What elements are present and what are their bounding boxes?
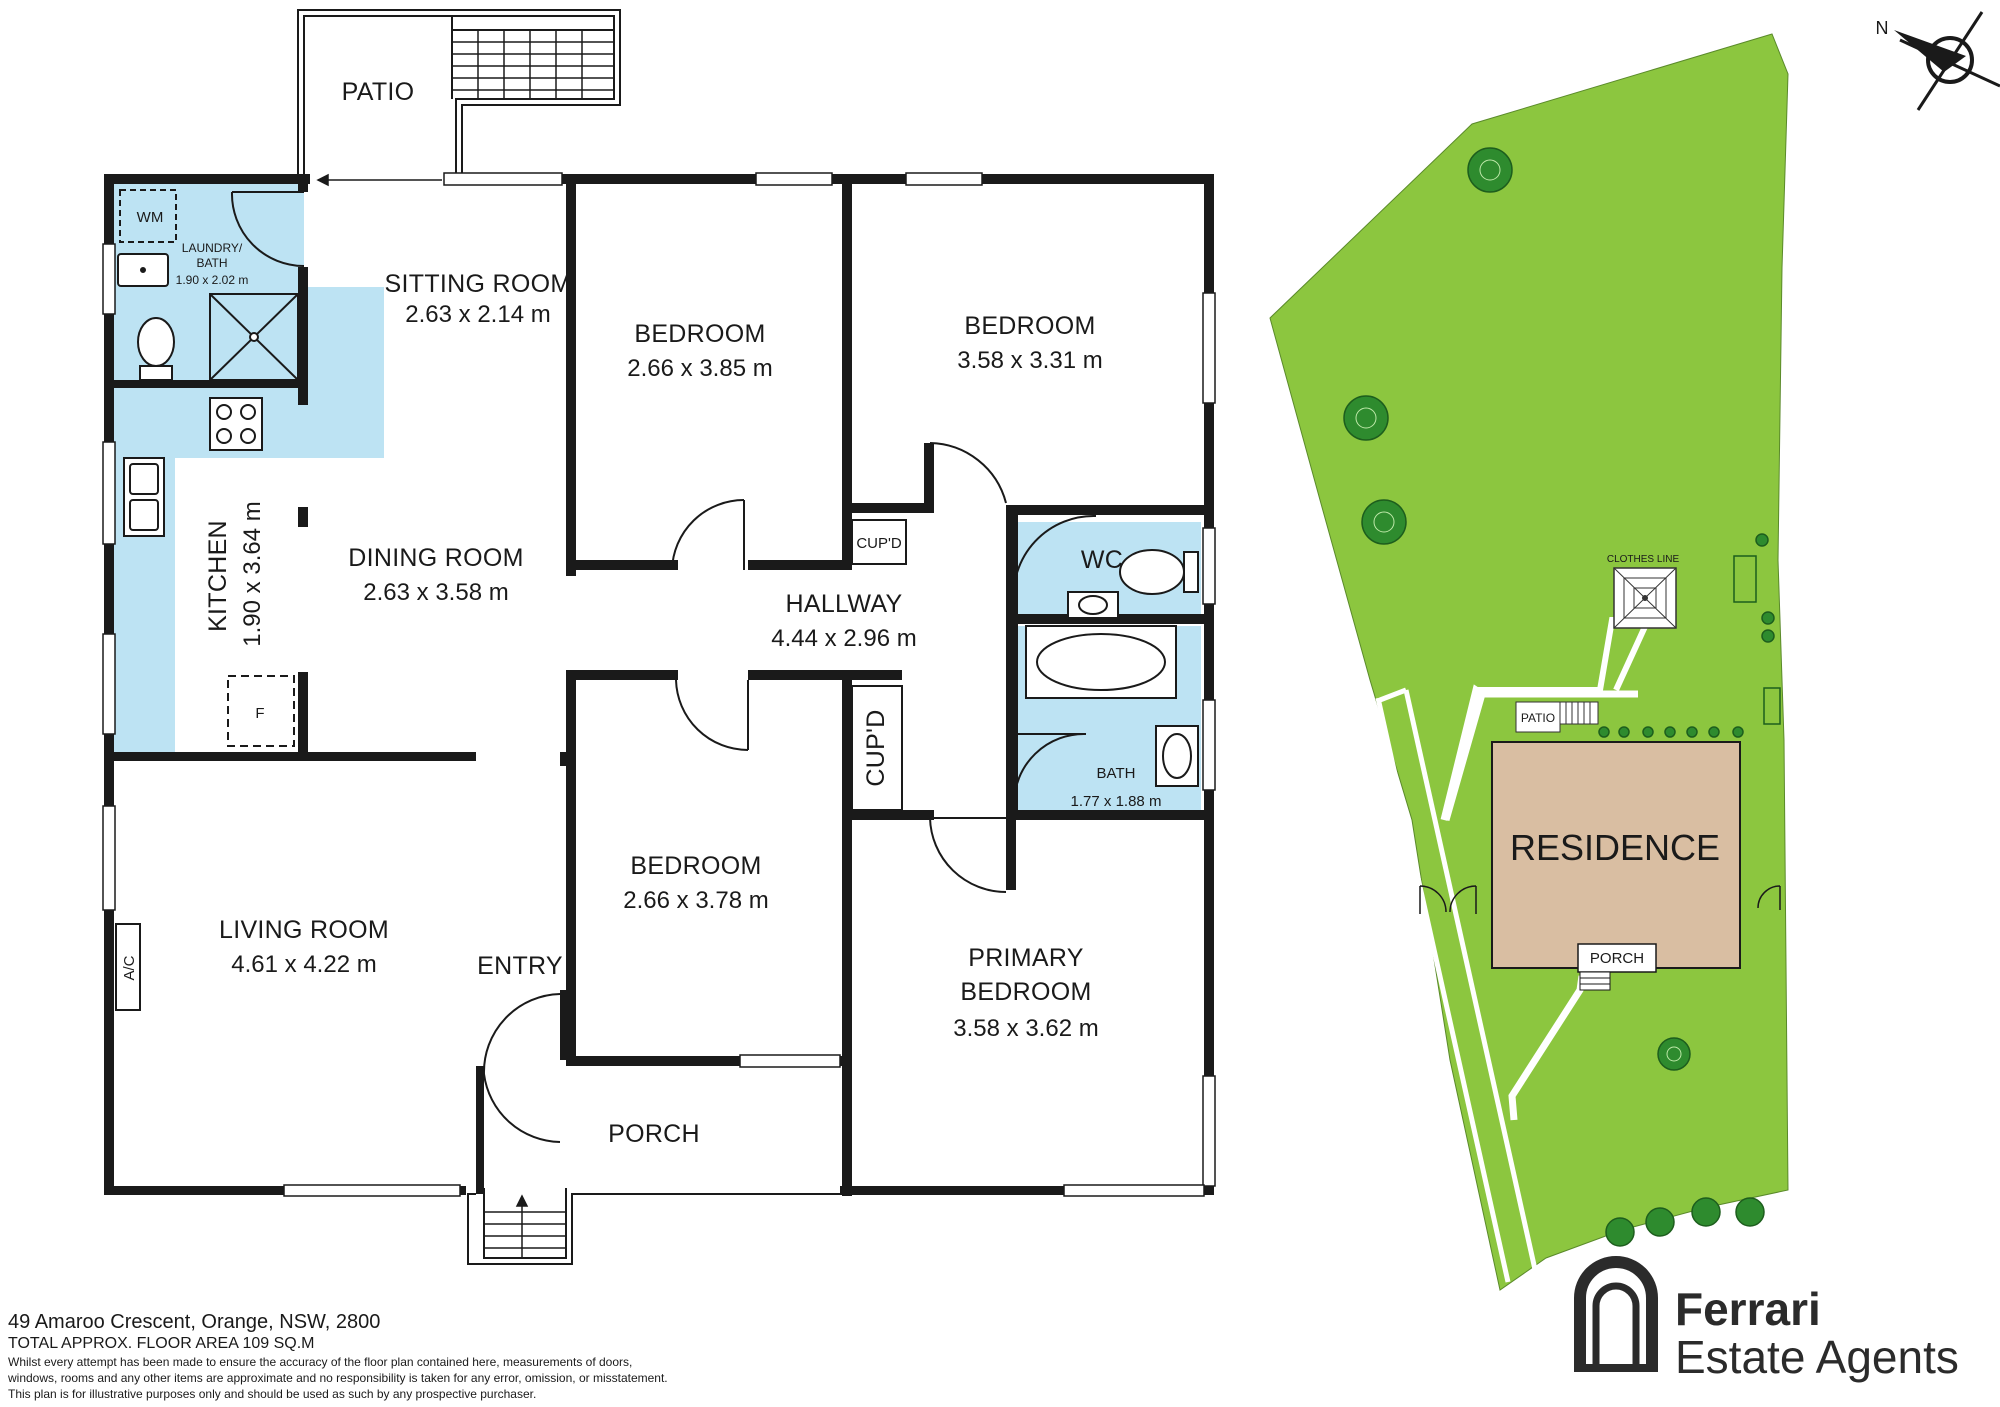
patio-arrow — [316, 173, 442, 187]
bedroom-1-dim: 2.66 x 3.85 m — [627, 355, 772, 382]
bath-dim: 1.77 x 1.88 m — [1071, 793, 1162, 810]
wm-label: WM — [137, 209, 164, 226]
room-labels: PATIO WM LAUNDRY/ BATH 1.90 x 2.02 m SIT… — [121, 78, 1161, 1148]
kitchen-name: KITCHEN — [204, 520, 232, 632]
disclaimer-line-2: windows, rooms and any other items are a… — [8, 1371, 668, 1385]
sitting-room-dim: 2.63 x 2.14 m — [405, 301, 550, 328]
sitting-room-name: SITTING ROOM — [385, 270, 572, 298]
porch-stairs — [484, 1194, 566, 1258]
hallway-dim: 4.44 x 2.96 m — [771, 625, 916, 652]
clothes-line-label: CLOTHES LINE — [1607, 554, 1680, 565]
cupd-2-label: CUP'D — [862, 709, 890, 786]
bath-name: BATH — [1097, 765, 1136, 782]
fridge-label: F — [255, 705, 264, 722]
porch-label: PORCH — [608, 1120, 700, 1148]
brand-name: Ferrari — [1675, 1283, 1821, 1335]
primary-bedroom-dim: 3.58 x 3.62 m — [953, 1015, 1098, 1042]
floor-area: TOTAL APPROX. FLOOR AREA 109 SQ.M — [8, 1335, 315, 1352]
residence-label: RESIDENCE — [1510, 827, 1720, 868]
site-plan: PATIO CLOTHES LINE RESIDENCE PORCH — [1269, 33, 1789, 1291]
disclaimer-line-3: This plan is for illustrative purposes o… — [8, 1387, 537, 1401]
bedroom-1-name: BEDROOM — [634, 320, 765, 348]
dining-room-dim: 2.63 x 3.58 m — [363, 579, 508, 606]
patio-label: PATIO — [342, 78, 415, 106]
brand: Ferrari Estate Agents — [1575, 1280, 1995, 1390]
property-address: 49 Amaroo Crescent, Orange, NSW, 2800 — [8, 1311, 381, 1333]
plan-footer: 49 Amaroo Crescent, Orange, NSW, 2800 TO… — [8, 1310, 828, 1402]
living-room-name: LIVING ROOM — [219, 916, 389, 944]
laundry-dim: 1.90 x 2.02 m — [176, 273, 249, 287]
porch-structure — [467, 1188, 840, 1265]
doors — [230, 191, 1097, 1143]
disclaimer-line-1: Whilst every attempt has been made to en… — [8, 1355, 633, 1369]
brand-subtitle: Estate Agents — [1675, 1331, 1959, 1383]
dining-room-name: DINING ROOM — [348, 544, 524, 572]
bedroom-3-name: BEDROOM — [630, 852, 761, 880]
patio-structure — [297, 9, 621, 174]
wc-label: WC — [1081, 546, 1123, 574]
brand-logo-icon — [1574, 1256, 1658, 1372]
bedroom-2-name: BEDROOM — [964, 312, 1095, 340]
laundry-name-1: LAUNDRY/ — [182, 241, 243, 255]
wet-areas — [112, 184, 1201, 811]
fixtures — [115, 189, 1199, 1011]
primary-bedroom-name-2: BEDROOM — [960, 978, 1091, 1006]
primary-bedroom-name-1: PRIMARY — [968, 944, 1084, 972]
lawn — [1269, 33, 1789, 1291]
site-porch-label: PORCH — [1590, 950, 1644, 967]
kitchen-dim: 1.90 x 3.64 m — [239, 501, 266, 646]
residence-block — [1491, 741, 1741, 969]
hallway-name: HALLWAY — [786, 590, 903, 618]
bedroom-2-dim: 3.58 x 3.31 m — [957, 347, 1102, 374]
cupd-1-label: CUP'D — [856, 535, 902, 552]
patio-stairs — [452, 30, 614, 99]
windows — [102, 172, 1216, 1197]
trees — [1343, 147, 1775, 1247]
bedroom-3-dim: 2.66 x 3.78 m — [623, 887, 768, 914]
living-room-dim: 4.61 x 4.22 m — [231, 951, 376, 978]
compass-north-label: N — [1876, 18, 1889, 38]
entry-label: ENTRY — [477, 952, 563, 980]
site-patio-label: PATIO — [1521, 711, 1555, 725]
compass-icon: N — [1876, 11, 2000, 111]
laundry-name-2: BATH — [196, 256, 227, 270]
ac-label: A/C — [121, 955, 138, 980]
